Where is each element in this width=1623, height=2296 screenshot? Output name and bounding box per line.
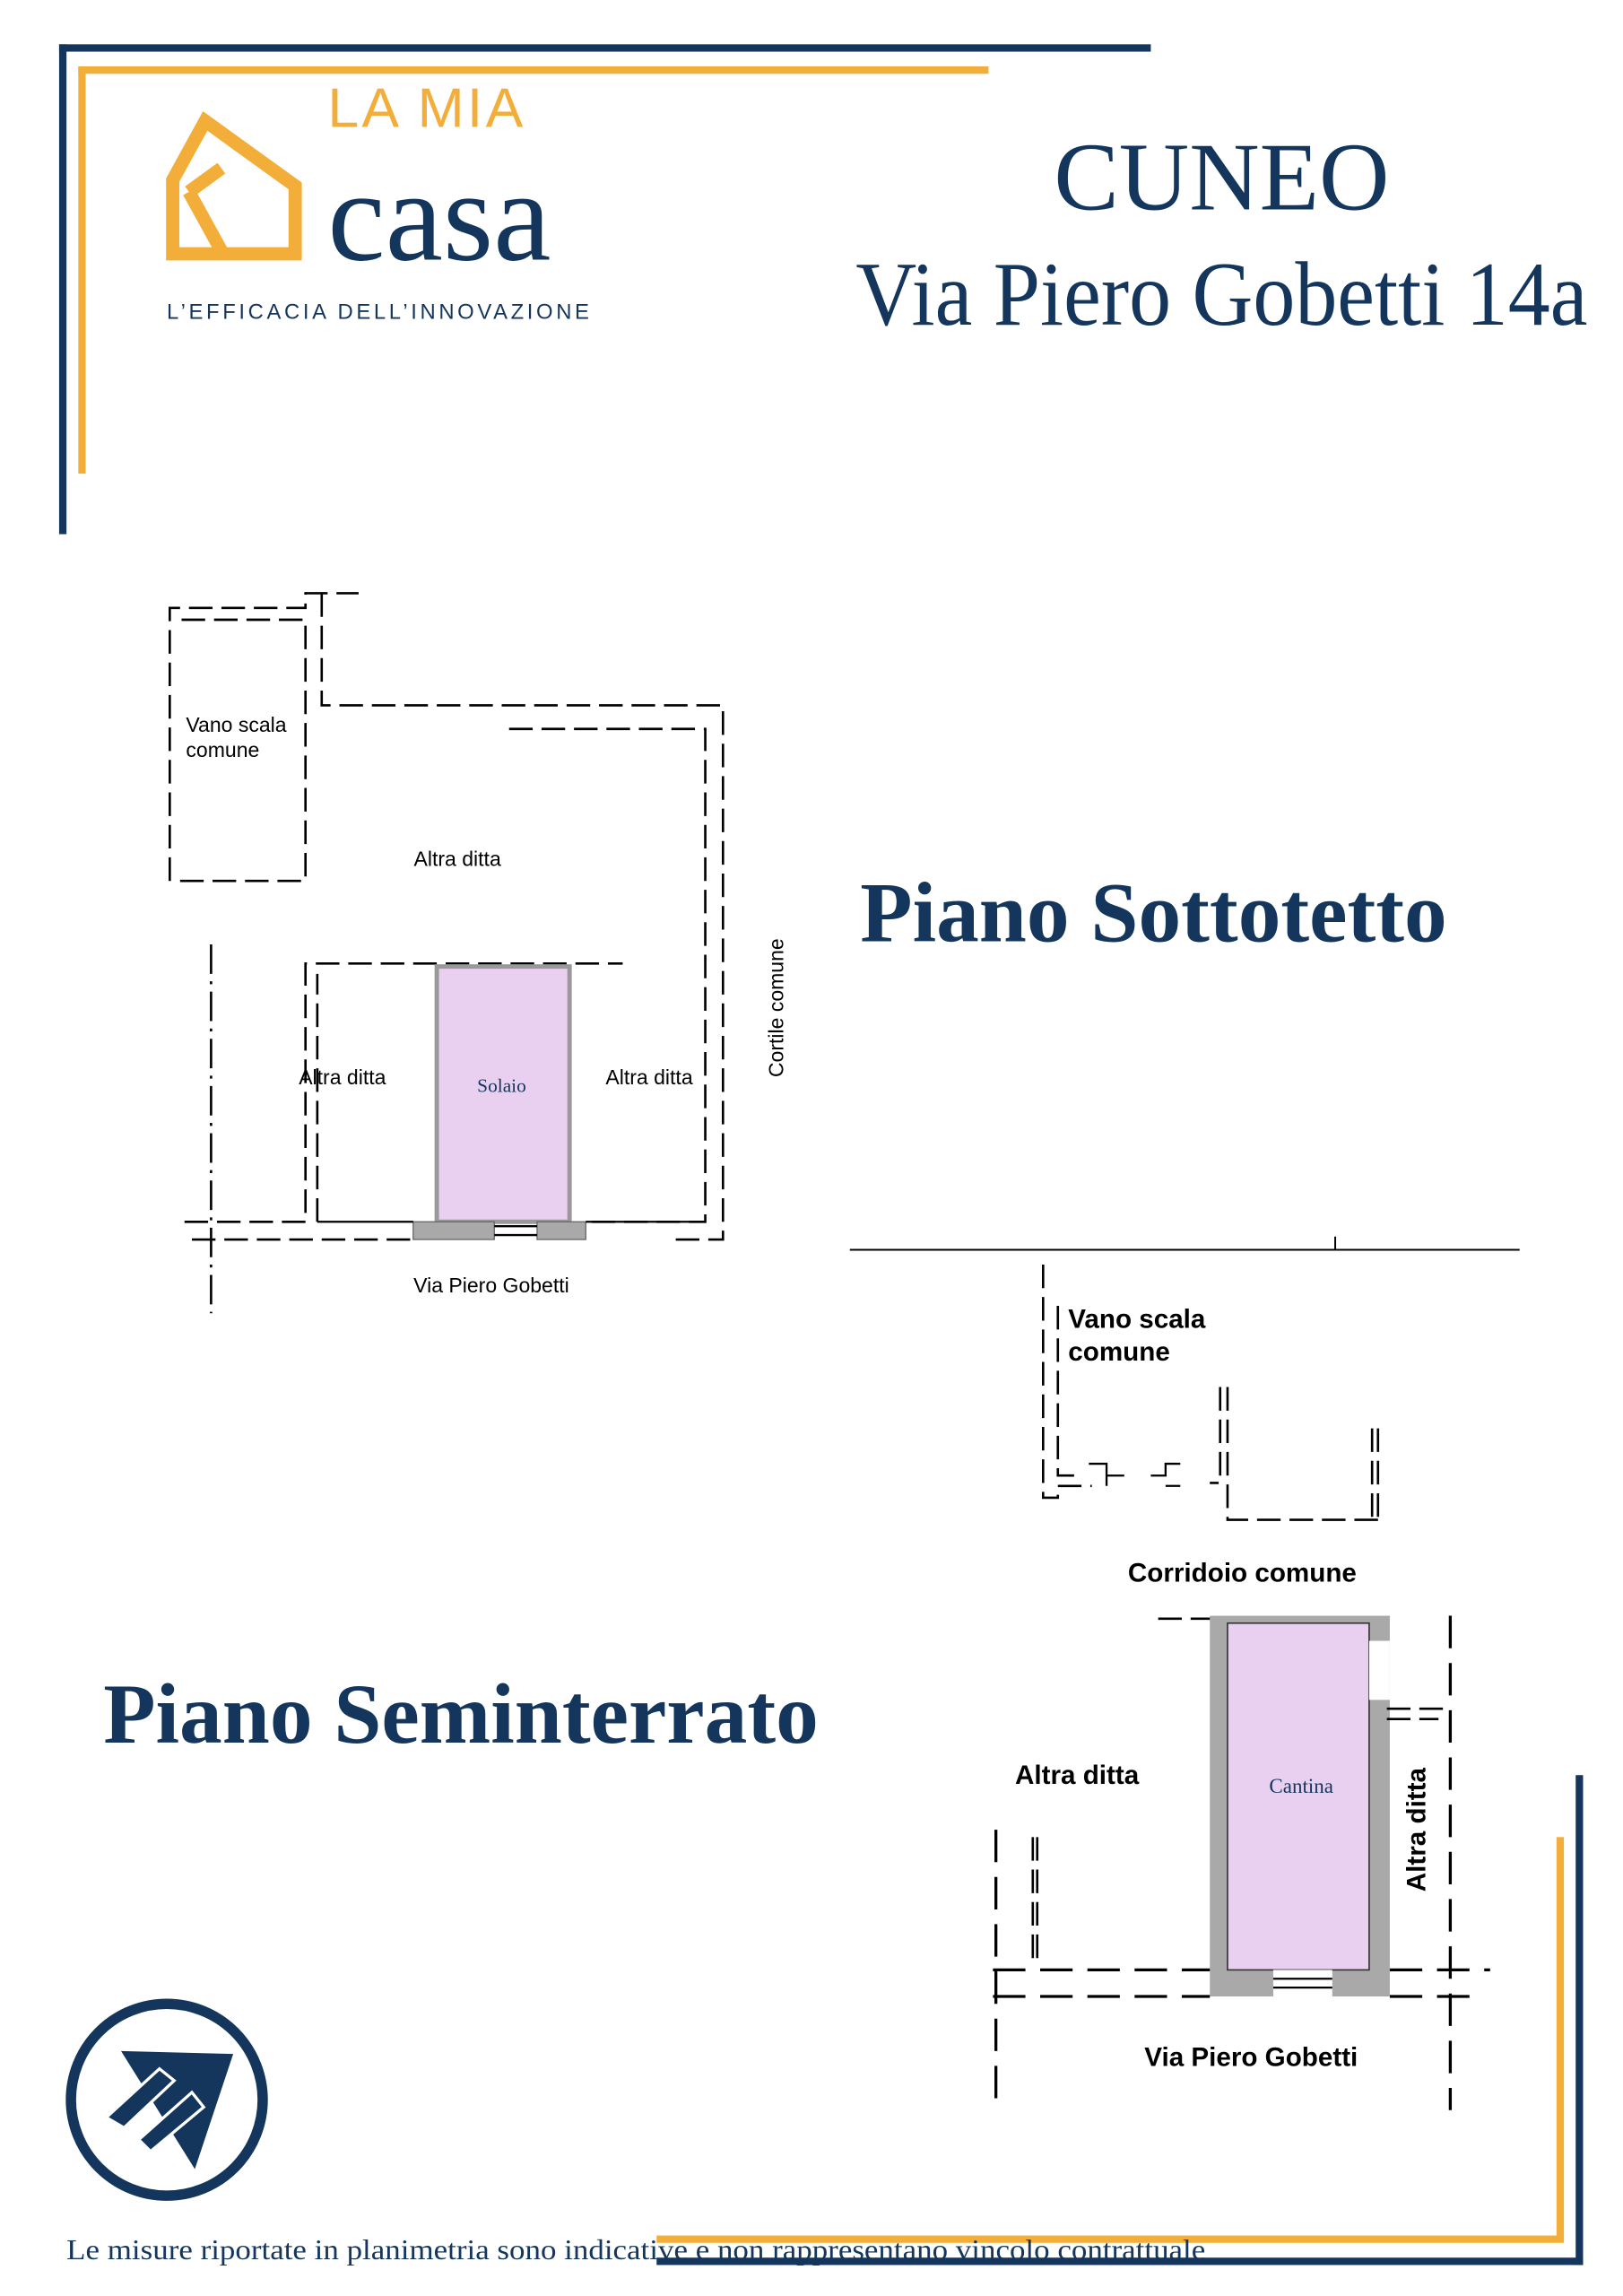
- brand-logo: LA MIA casa L’EFFICACIA DELL’INNOVAZIONE: [166, 76, 593, 324]
- brand-tagline: L’EFFICACIA DELL’INNOVAZIONE: [167, 300, 593, 324]
- frame-top-left: [58, 44, 1151, 535]
- basement-corridor-label: Corridoio comune: [1128, 1559, 1357, 1588]
- basement-other-right-label: Altra ditta: [1402, 1767, 1431, 1892]
- basement-room-label: Cantina: [1269, 1774, 1333, 1797]
- section-divider: [849, 1236, 1520, 1251]
- attic-room-label: Solaio: [477, 1074, 526, 1096]
- attic-other-left-label: Altra ditta: [299, 1065, 386, 1089]
- attic-other-top-label: Altra ditta: [414, 848, 501, 871]
- attic-room-solaio: [434, 964, 572, 1224]
- frame-bottom-right: [656, 1775, 1584, 2266]
- brand-line1: LA MIA: [327, 76, 525, 139]
- attic-floor-title: Piano Sottotetto: [860, 865, 1446, 961]
- basement-stairs-label-1: Vano scala: [1068, 1305, 1206, 1335]
- attic-street-label: Via Piero Gobetti: [413, 1274, 569, 1297]
- basement-other-left-label: Altra ditta: [1015, 1761, 1140, 1790]
- attic-floor-plan: Vano scala comune Altra ditta Altra ditt…: [169, 592, 788, 1314]
- basement-stairs-label-2: comune: [1068, 1337, 1170, 1367]
- city-title: CUNEO: [1054, 124, 1389, 231]
- basement-room-cantina: [1227, 1622, 1370, 1971]
- house-icon: [166, 111, 302, 261]
- basement-street-label: Via Piero Gobetti: [1144, 2042, 1358, 2072]
- brand-line2: casa: [327, 145, 551, 289]
- attic-stairs-label-2: comune: [186, 738, 259, 761]
- address-title: Via Piero Gobetti 14a: [855, 244, 1587, 345]
- attic-stairs-label-1: Vano scala: [186, 713, 286, 736]
- compass-logo-icon: [65, 1998, 268, 2201]
- attic-courtyard-label: Cortile comune: [765, 938, 788, 1077]
- basement-floor-title: Piano Seminterrato: [103, 1666, 819, 1761]
- attic-other-right-label: Altra ditta: [605, 1065, 692, 1089]
- basement-floor-plan: Vano scala comune Corridoio comune Altra…: [993, 1264, 1490, 2110]
- footer-disclaimer: Le misure riportate in planimetria sono …: [66, 2234, 1205, 2266]
